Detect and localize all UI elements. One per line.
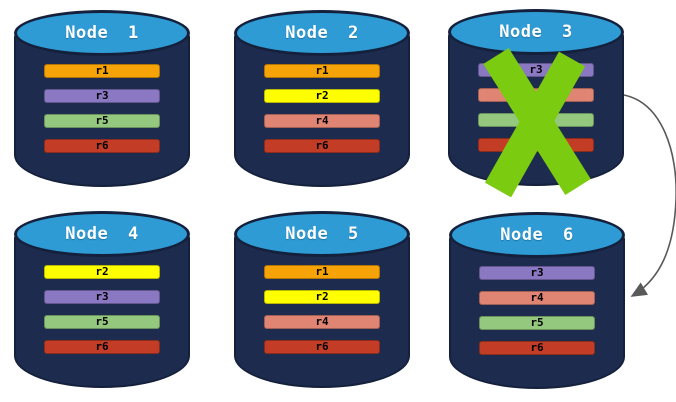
- replica-bar: [478, 138, 594, 152]
- replica-bar-r3: r3: [44, 290, 160, 304]
- cylinder-top: Node 4: [14, 211, 190, 257]
- node-label: Node 4: [65, 224, 139, 244]
- db-node-1: Node 1 r1 r3 r5 r6: [14, 10, 190, 187]
- cylinder-body: [234, 32, 410, 187]
- replica-bar-r2: r2: [44, 265, 160, 279]
- replica-bar-r4: r4: [264, 114, 380, 128]
- replica-bar-r5: r5: [479, 316, 595, 330]
- replica-list: r1 r2 r4 r6: [264, 265, 380, 354]
- db-node-2: Node 2 r1 r2 r4 r6: [234, 10, 410, 187]
- cylinder-body: [14, 233, 190, 388]
- cylinder-top: Node 5: [234, 211, 410, 257]
- cylinder-top: Node 3: [448, 9, 624, 55]
- replica-bar: [478, 88, 594, 102]
- replica-bar-r1: r1: [44, 64, 160, 78]
- replica-list: r1 r2 r4 r6: [264, 64, 380, 153]
- replica-bar-r1: r1: [264, 64, 380, 78]
- replica-list: r2 r3 r5 r6: [44, 265, 160, 354]
- replica-bar-r6: r6: [44, 139, 160, 153]
- replica-list: r3: [478, 63, 594, 152]
- redirect-arrow-icon: [623, 94, 676, 297]
- replica-bar-r2: r2: [264, 290, 380, 304]
- db-node-4: Node 4 r2 r3 r5 r6: [14, 211, 190, 388]
- replica-bar-r5: r5: [44, 114, 160, 128]
- replica-bar-r2: r2: [264, 89, 380, 103]
- replica-bar-r6: r6: [44, 340, 160, 354]
- replica-list: r3 r4 r5 r6: [479, 266, 595, 355]
- replica-bar-r5: r5: [44, 315, 160, 329]
- db-node-5: Node 5 r1 r2 r4 r6: [234, 211, 410, 388]
- replica-bar-r3: r3: [44, 89, 160, 103]
- replica-list: r1 r3 r5 r6: [44, 64, 160, 153]
- node-label: Node 3: [499, 22, 573, 42]
- replica-bar-r6: r6: [264, 139, 380, 153]
- cylinder-top: Node 2: [234, 10, 410, 56]
- replica-bar-r6: r6: [264, 340, 380, 354]
- replica-bar-r4: r4: [264, 315, 380, 329]
- db-node-3-failed: Node 3 r3: [448, 9, 624, 186]
- node-label: Node 6: [500, 225, 574, 245]
- db-node-6: Node 6 r3 r4 r5 r6: [449, 212, 625, 389]
- node-label: Node 5: [285, 224, 359, 244]
- cylinder-body: [234, 233, 410, 388]
- node-label: Node 2: [285, 23, 359, 43]
- replica-bar: [478, 113, 594, 127]
- cylinder-top: Node 6: [449, 212, 625, 258]
- node-label: Node 1: [65, 23, 139, 43]
- replica-bar-r3: r3: [478, 63, 594, 77]
- replica-bar-r1: r1: [264, 265, 380, 279]
- replica-bar-r6: r6: [479, 341, 595, 355]
- cylinder-top: Node 1: [14, 10, 190, 56]
- replica-bar-r4: r4: [479, 291, 595, 305]
- replica-bar-r3: r3: [479, 266, 595, 280]
